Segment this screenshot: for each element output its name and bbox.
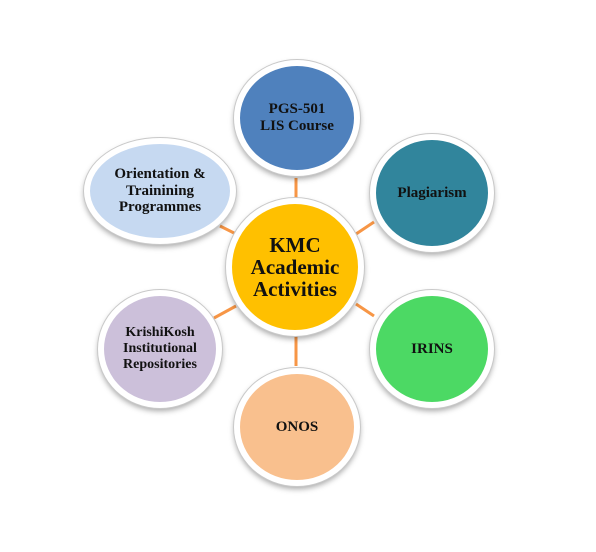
center-node-kmc-academic-activities: KMC Academic Activities — [226, 198, 364, 336]
center-node-label: KMC Academic Activities — [250, 232, 340, 302]
node-plagiarism: Plagiarism — [370, 134, 494, 252]
node-plagiarism-label: Plagiarism — [397, 184, 467, 201]
node-krishikosh: KrishiKosh Institutional Repositories — [98, 290, 222, 408]
node-irins: IRINS — [370, 290, 494, 408]
node-irins-label: IRINS — [411, 340, 453, 357]
connector-krishikosh — [213, 304, 237, 320]
connector-orientation — [219, 224, 237, 236]
node-pgs-501-label: PGS-501 LIS Course — [260, 101, 334, 134]
node-orientation: Orientation & Trainining Programmes — [84, 138, 236, 244]
connector-plagiarism — [355, 220, 375, 236]
node-orientation-label: Orientation & Trainining Programmes — [114, 165, 206, 216]
node-pgs-501: PGS-501 LIS Course — [234, 60, 360, 176]
node-onos: ONOS — [234, 368, 360, 486]
node-onos-label: ONOS — [275, 418, 319, 435]
connector-irins — [355, 302, 375, 318]
node-krishikosh-label: KrishiKosh Institutional Repositories — [123, 325, 197, 372]
